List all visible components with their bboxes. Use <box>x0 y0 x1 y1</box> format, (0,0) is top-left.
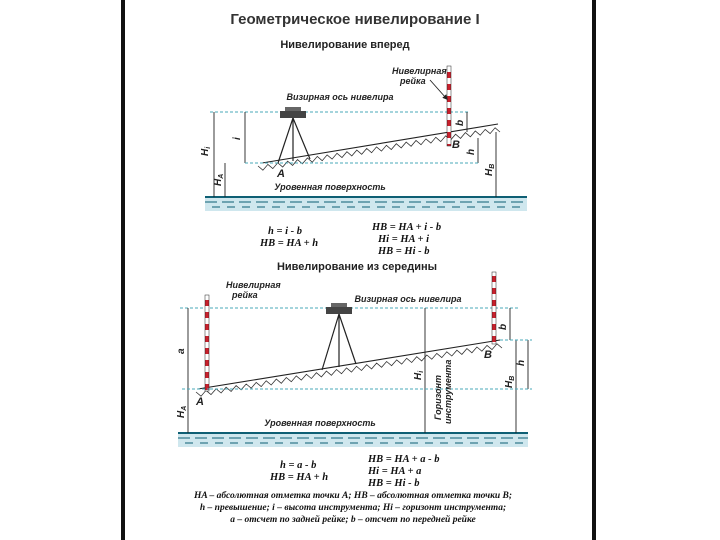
legend-line-3: a – отсчет по задней рейке; b – отсчет п… <box>230 514 476 525</box>
right-border-bar <box>592 0 596 540</box>
legend-line-1: HA – абсолютная отметка точки A; HB – аб… <box>193 490 512 501</box>
bottom-formula-right-2: Hi = HA + a <box>367 466 421 477</box>
bottom-staff-label-2: рейка <box>231 290 258 300</box>
top-formula-right-1: HB = HA + i - b <box>371 222 441 233</box>
top-h-symbol: h <box>466 149 477 155</box>
bottom-level-surface <box>178 432 528 447</box>
top-level-surface-label: Уровенная поверхность <box>274 182 386 192</box>
bottom-hb-symbol: HB <box>504 376 516 388</box>
top-formula-right-2: Hi = HA + i <box>377 234 429 245</box>
bottom-b-symbol: b <box>498 324 509 330</box>
bottom-point-b: B <box>484 349 492 361</box>
bottom-point-a: A <box>195 396 204 408</box>
top-formulas-left: h = i - b HB = HA + h <box>259 226 318 249</box>
top-sight-axis-label: Визирная ось нивелира <box>286 92 393 102</box>
bottom-level-instrument <box>321 303 357 371</box>
bottom-horizon-label-2: инструмента <box>443 360 453 424</box>
bottom-staff-label-1: Нивелирная <box>226 280 281 290</box>
top-level-instrument <box>277 107 311 164</box>
bottom-formula-left-1: h = a - b <box>280 460 316 471</box>
bottom-formula-right-1: HB = HA + a - b <box>367 454 439 465</box>
bottom-ground-line <box>197 339 501 390</box>
top-level-surface <box>205 196 527 211</box>
top-formulas-right: HB = HA + i - b Hi = HA + i HB = Hi - b <box>371 222 441 257</box>
top-staff-label-1: Нивелирная <box>392 66 447 76</box>
top-i-symbol: i <box>232 137 243 140</box>
bottom-back-staff <box>204 294 210 392</box>
top-ground-hatch <box>257 127 501 171</box>
top-point-b: B <box>452 139 460 151</box>
bottom-formula-right-3: HB = Hi - b <box>367 478 420 489</box>
left-border-bar <box>121 0 125 540</box>
top-staff-label-2: рейка <box>399 76 426 86</box>
top-ground-line <box>261 123 499 164</box>
top-leveling-staff <box>446 65 452 147</box>
bottom-formula-left-2: HB = HA + h <box>269 472 328 483</box>
bottom-level-surface-label: Уровенная поверхность <box>264 418 376 428</box>
top-formula-left-2: HB = HA + h <box>259 238 318 249</box>
bottom-hi-symbol: Hi <box>413 370 425 380</box>
top-formula-left-1: h = i - b <box>268 226 302 237</box>
top-formula-right-3: HB = Hi - b <box>377 246 430 257</box>
bottom-ha-symbol: HA <box>176 406 188 418</box>
legend-line-2: h – превышение; i – высота инструмента; … <box>200 503 506 513</box>
bottom-a-symbol: a <box>176 348 187 354</box>
bottom-front-staff <box>491 271 497 345</box>
top-staff-pointer <box>429 79 448 101</box>
top-point-a: A <box>276 168 285 180</box>
top-hb-symbol: HB <box>484 164 496 176</box>
bottom-subtitle: Нивелирование из середины <box>277 261 437 273</box>
top-subtitle: Нивелирование вперед <box>280 39 409 51</box>
bottom-formulas-left: h = a - b HB = HA + h <box>269 460 328 483</box>
top-b-symbol: b <box>455 120 466 126</box>
legend: HA – абсолютная отметка точки A; HB – аб… <box>193 490 512 525</box>
bottom-ground-hatch <box>195 343 503 397</box>
top-hi-symbol: Hi <box>200 146 212 156</box>
top-ha-symbol: HA <box>213 174 225 186</box>
bottom-formulas-right: HB = HA + a - b Hi = HA + a HB = Hi - b <box>367 454 439 489</box>
bottom-h-symbol: h <box>516 360 527 366</box>
page-title: Геометрическое нивелирование I <box>230 11 479 28</box>
bottom-horizon-label-1: Горизонт <box>433 375 443 420</box>
bottom-sight-axis-label: Визирная ось нивелира <box>354 294 461 304</box>
